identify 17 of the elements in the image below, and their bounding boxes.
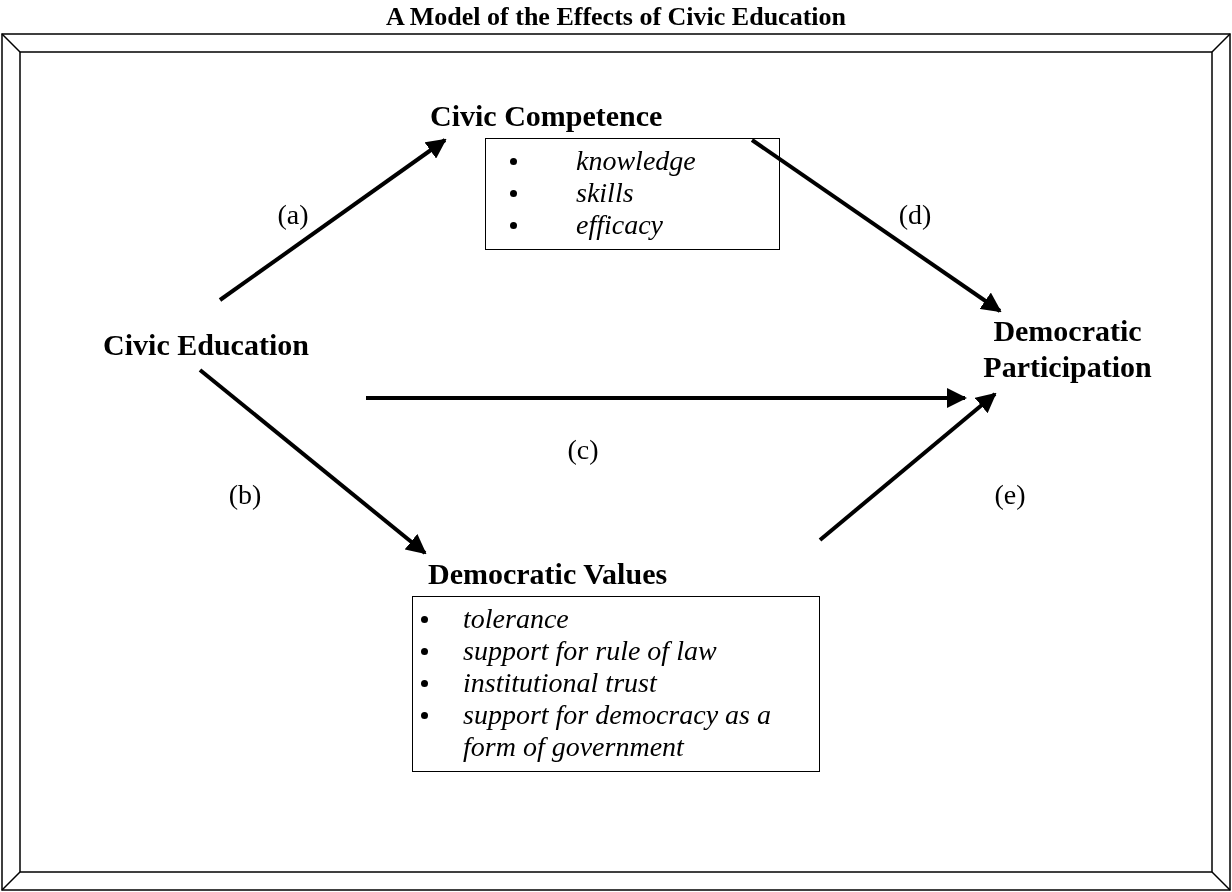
arrow xyxy=(218,138,447,302)
list-item: institutional trust xyxy=(463,667,657,698)
node-heading: Civic Competence xyxy=(430,98,663,134)
arrow xyxy=(198,368,427,555)
diagram-title: A Model of the Effects of Civic Education xyxy=(385,2,847,32)
arrow xyxy=(366,388,967,408)
node-heading: Democratic Values xyxy=(427,556,668,592)
list-item: efficacy xyxy=(576,209,664,240)
list-item: support for rule of law xyxy=(463,635,717,666)
arrow xyxy=(750,138,1002,313)
node-heading: Democratic Participation xyxy=(982,313,1153,385)
list-item: knowledge xyxy=(576,145,696,176)
list-item: skills xyxy=(576,177,634,208)
list-item: support for democracy as a form of government xyxy=(463,699,771,762)
node-heading: Civic Education xyxy=(103,327,309,363)
arrow xyxy=(818,392,997,542)
list-item: tolerance xyxy=(463,603,569,634)
